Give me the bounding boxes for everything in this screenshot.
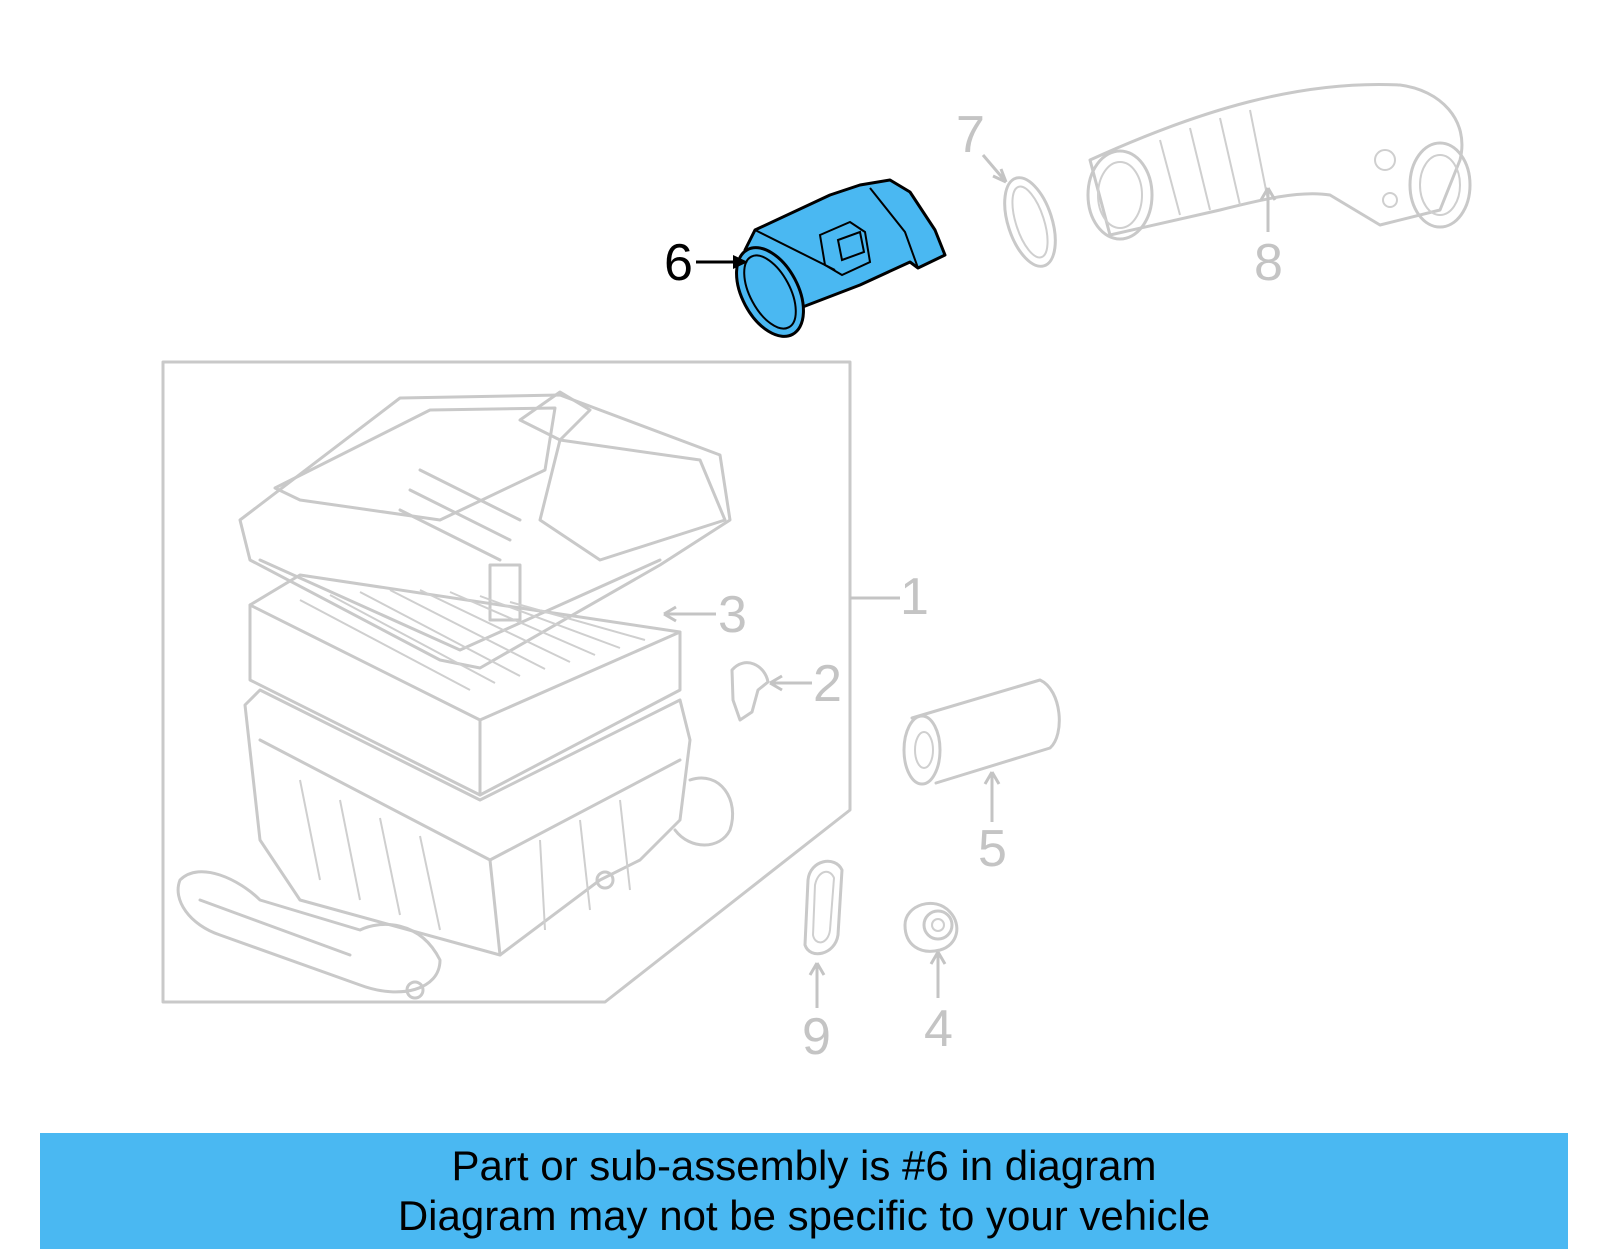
- filter-part-5: [902, 678, 1061, 786]
- leader-9: [808, 962, 826, 1008]
- callout-3: 3: [718, 586, 747, 644]
- callout-1: 1: [900, 568, 929, 626]
- intake-boot-part-8: [1086, 82, 1472, 241]
- banner-line-1: Part or sub-assembly is #6 in diagram: [451, 1142, 1157, 1189]
- air-filter-element: [248, 573, 682, 797]
- leader-8: [1259, 187, 1277, 232]
- leader-6-arrowhead: [733, 255, 748, 269]
- air-mass-meter-part-6: [735, 178, 947, 338]
- leader-7: [981, 154, 1008, 184]
- leader-3: [663, 605, 716, 623]
- air-cleaner-lower-housing: [176, 688, 735, 1000]
- seal-part-9: [803, 859, 844, 956]
- callout-2: 2: [813, 655, 842, 713]
- callout-6: 6: [664, 234, 693, 292]
- callout-5: 5: [978, 820, 1007, 878]
- leader-4: [929, 951, 947, 998]
- assembly-1-frame: [161, 360, 852, 1004]
- grommet-part-4: [903, 901, 959, 953]
- oring-part-7: [1003, 176, 1057, 268]
- info-banner: Part or sub-assembly is #6 in diagram Di…: [40, 1133, 1568, 1249]
- air-cleaner-lid: [238, 390, 732, 670]
- callout-4: 4: [924, 1000, 953, 1058]
- leader-5: [983, 771, 1001, 822]
- callout-9: 9: [802, 1008, 831, 1066]
- leader-2: [769, 674, 812, 692]
- banner-line-2: Diagram may not be specific to your vehi…: [397, 1192, 1211, 1239]
- clip-part-2: [730, 661, 770, 722]
- callout-8: 8: [1254, 234, 1283, 292]
- callout-7: 7: [956, 106, 985, 164]
